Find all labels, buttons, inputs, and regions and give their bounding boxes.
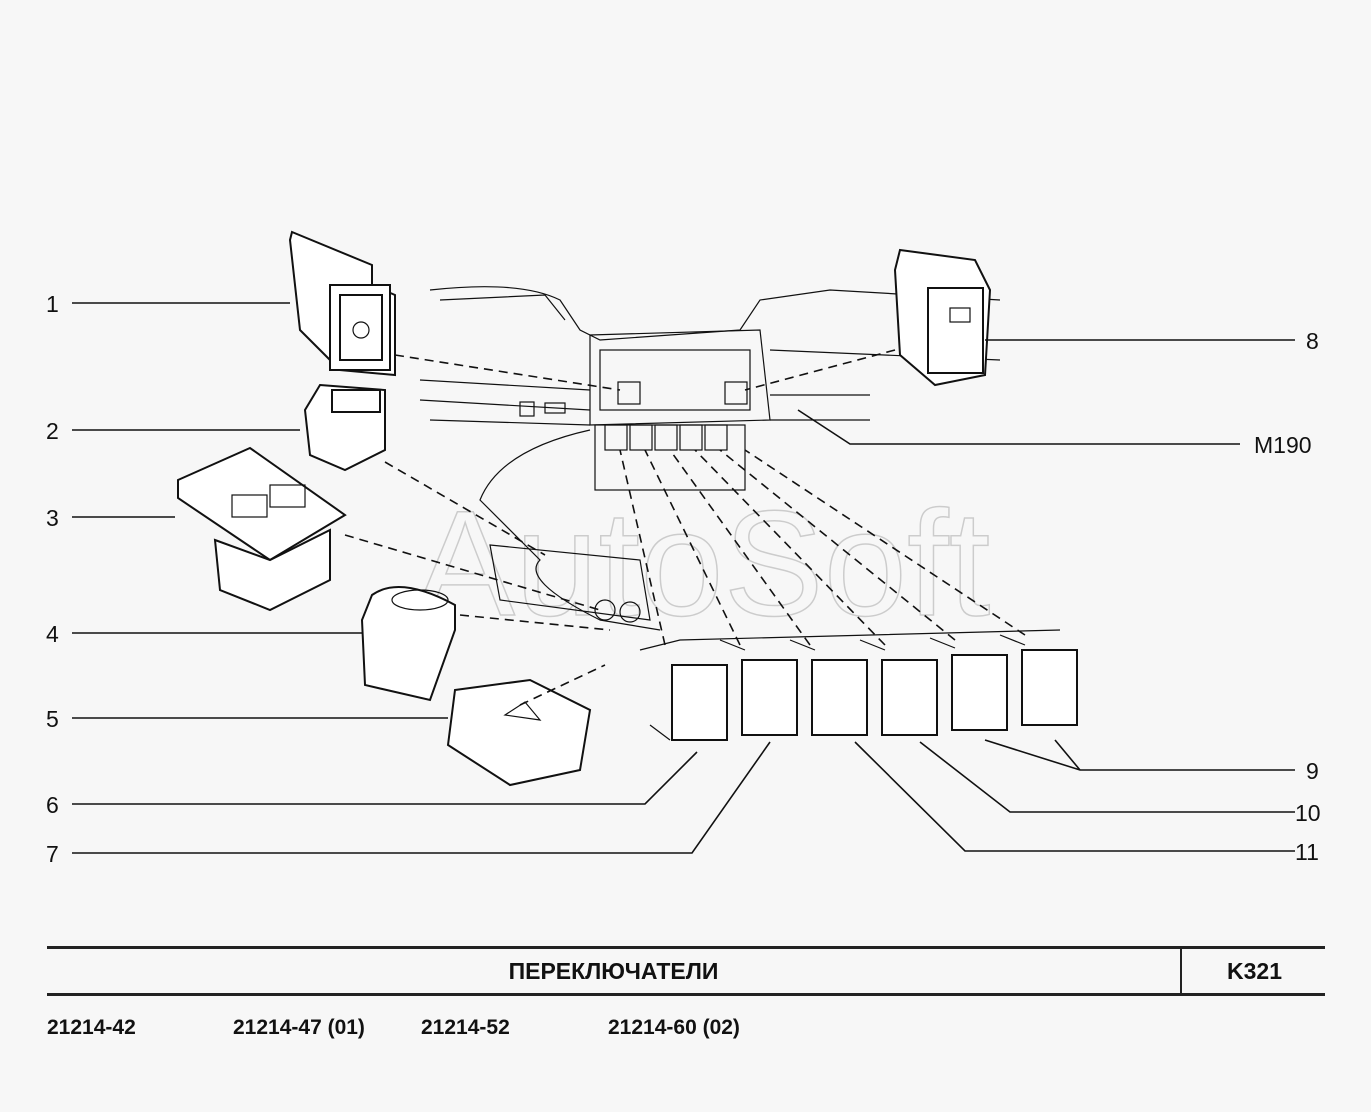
exploded-diagram: AutoSoft	[46, 230, 1321, 867]
part-3-window-switch-block	[177, 446, 347, 612]
switch-row-9-11	[639, 629, 1078, 741]
callout-9: 9	[1306, 758, 1319, 784]
part-4-switch	[360, 586, 456, 702]
watermark: AutoSoft	[415, 479, 990, 647]
page-title: ПЕРЕКЛЮЧАТЕЛИ	[508, 958, 719, 984]
callout-labels: 1 2 3 4 5 6 7 8 M190 9 10 11	[46, 291, 1321, 867]
callout-10: 10	[1295, 800, 1321, 826]
part-2-switch	[303, 383, 386, 472]
model-code: 21214-42	[47, 1016, 136, 1039]
part-5-hazard-switch	[446, 678, 592, 787]
callout-6: 6	[46, 792, 59, 818]
callout-4: 4	[46, 621, 59, 647]
leader-lines	[72, 302, 1295, 854]
page-code: K321	[1180, 949, 1327, 993]
callout-8: 8	[1306, 328, 1319, 354]
callout-1: 1	[46, 291, 59, 317]
dashboard-panel	[419, 286, 1001, 631]
title-block: ПЕРЕКЛЮЧАТЕЛИ K321	[47, 946, 1325, 996]
model-code: 21214-52	[421, 1016, 510, 1039]
model-code: 21214-47 (01)	[233, 1016, 365, 1039]
callout-11: 11	[1295, 839, 1319, 865]
callout-3: 3	[46, 505, 59, 531]
callout-5: 5	[46, 706, 59, 732]
model-code: 21214-60 (02)	[608, 1016, 740, 1039]
assembly-arrows	[344, 349, 1026, 706]
callout-2: 2	[46, 418, 59, 444]
callout-7: 7	[46, 841, 59, 867]
part-1-headlight-switch	[288, 230, 396, 377]
callout-m190: M190	[1254, 432, 1312, 458]
part-8-rear-defog-switch	[893, 248, 992, 387]
